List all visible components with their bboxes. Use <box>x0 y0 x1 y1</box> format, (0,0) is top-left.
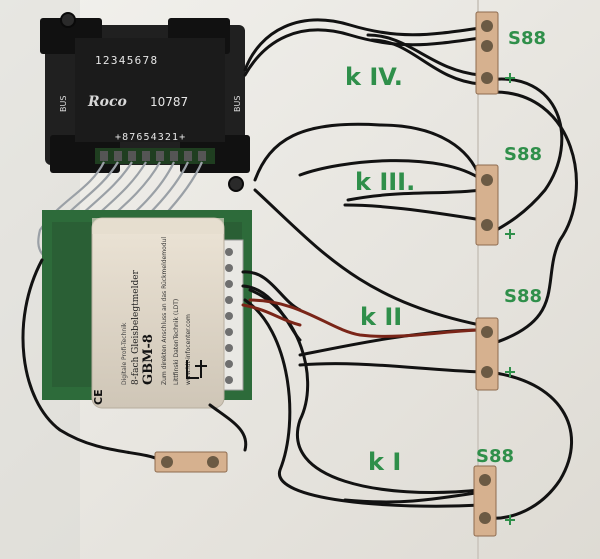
gbm-misc2: Littfinski DatenTechnik (LDT) <box>173 299 180 385</box>
green-ticks <box>505 73 515 525</box>
terminal-strips <box>154 11 499 537</box>
black-wires <box>21 18 578 520</box>
ldt-logo <box>186 360 207 379</box>
green-labels: S88 k IV. S88 k III. S88 k II S88 k I <box>345 28 546 476</box>
gbm-model: GBM-8 <box>141 334 156 385</box>
roco-bus-right: BUS <box>233 96 242 112</box>
roco-digits-bottom: +87654321+ <box>115 132 186 143</box>
label-k-ii: k II <box>360 303 402 331</box>
label-s88-ii: S88 <box>504 286 542 307</box>
gbm-label: Digitale Profi-Technik 8-fach Gleisbeleg… <box>92 237 192 405</box>
roco-bus-left: BUS <box>59 96 68 112</box>
roco-brand: Roco <box>87 94 127 110</box>
gbm-module: Digitale Profi-Technik 8-fach Gleisbeleg… <box>42 210 252 409</box>
gbm-line1: 8-fach Gleisbelegtmelder <box>131 269 141 385</box>
roco-terminals <box>100 151 206 161</box>
screw-icon <box>228 176 244 192</box>
gbm-ce-mark: CE <box>92 389 105 405</box>
gbm-small-top: Digitale Profi-Technik <box>121 322 128 385</box>
label-k-iv: k IV. <box>345 63 403 91</box>
screw-icon <box>60 12 76 28</box>
roco-model: 10787 <box>150 95 188 109</box>
label-k-iii: k III. <box>355 168 415 196</box>
gbm-misc1: Zum direkten Anschluss an das Rückmeldem… <box>161 237 168 385</box>
gbm-url: www.ldt-infocenter.com <box>185 314 192 385</box>
label-s88-iii: S88 <box>504 144 542 165</box>
gbm-box <box>91 217 225 409</box>
label-s88-iv: S88 <box>508 28 546 49</box>
roco-digits-top: 12345678 <box>95 54 158 67</box>
red-wires <box>241 298 484 338</box>
label-k-i: k I <box>368 448 401 476</box>
label-s88-i: S88 <box>476 446 514 467</box>
